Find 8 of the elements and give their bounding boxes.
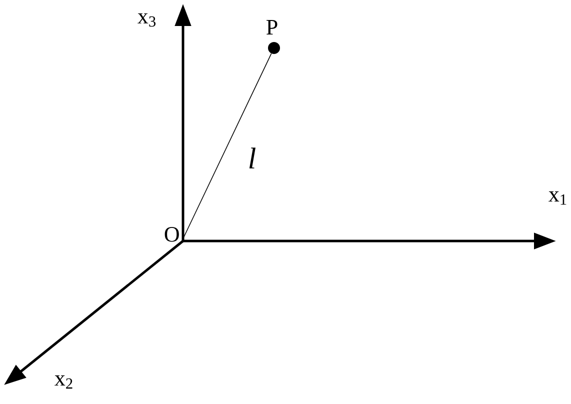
point-label: P <box>266 20 278 34</box>
edge-label: l <box>249 148 256 168</box>
point-dot <box>268 42 280 54</box>
origin-label: O <box>164 227 179 242</box>
axis-label: x$_{2}$ <box>54 375 72 389</box>
line-segment <box>180 53 272 244</box>
axis-label: x$_{3}$ <box>138 13 156 27</box>
axis-label: x$_{1}$ <box>548 191 566 205</box>
